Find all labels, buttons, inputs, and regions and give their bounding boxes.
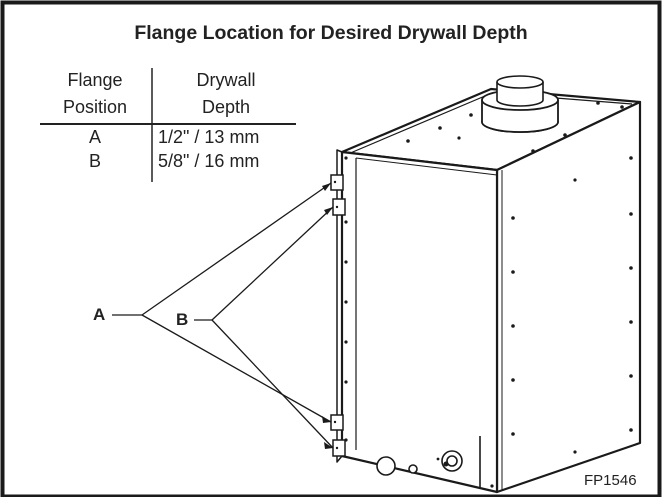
callout-a: A — [93, 305, 106, 324]
front-panel — [340, 150, 499, 494]
col1-header-line2: Position — [62, 97, 128, 117]
right-panel — [495, 100, 642, 494]
col2-header-line2: Depth — [201, 97, 251, 117]
diagram-title: Flange Location for Desired Drywall Dept… — [134, 22, 528, 44]
flange-bracket-lower-a — [330, 414, 344, 431]
row-b-depth: 5/8" / 16 mm — [158, 151, 260, 171]
flange-bracket-lower-b — [332, 439, 346, 457]
callout-b: B — [176, 310, 189, 329]
flange-bracket-upper-a — [330, 174, 344, 191]
vent-collar — [481, 75, 559, 133]
leader-lines — [112, 182, 334, 449]
row-b-position: B — [88, 151, 101, 171]
flange-bracket-upper-b — [332, 198, 346, 216]
fireplace-unit — [336, 87, 642, 494]
figure-code: FP1546 — [584, 472, 637, 489]
top-screws — [406, 101, 624, 153]
col1-header-line1: Flange — [67, 70, 123, 90]
col2-header-line1: Drywall — [196, 70, 256, 90]
arrowheads — [322, 183, 333, 449]
row-a-position: A — [88, 127, 101, 147]
side-screws — [511, 156, 633, 454]
flange-brackets — [330, 174, 346, 457]
row-a-depth: 1/2" / 13 mm — [158, 127, 260, 147]
front-screws — [344, 156, 494, 488]
